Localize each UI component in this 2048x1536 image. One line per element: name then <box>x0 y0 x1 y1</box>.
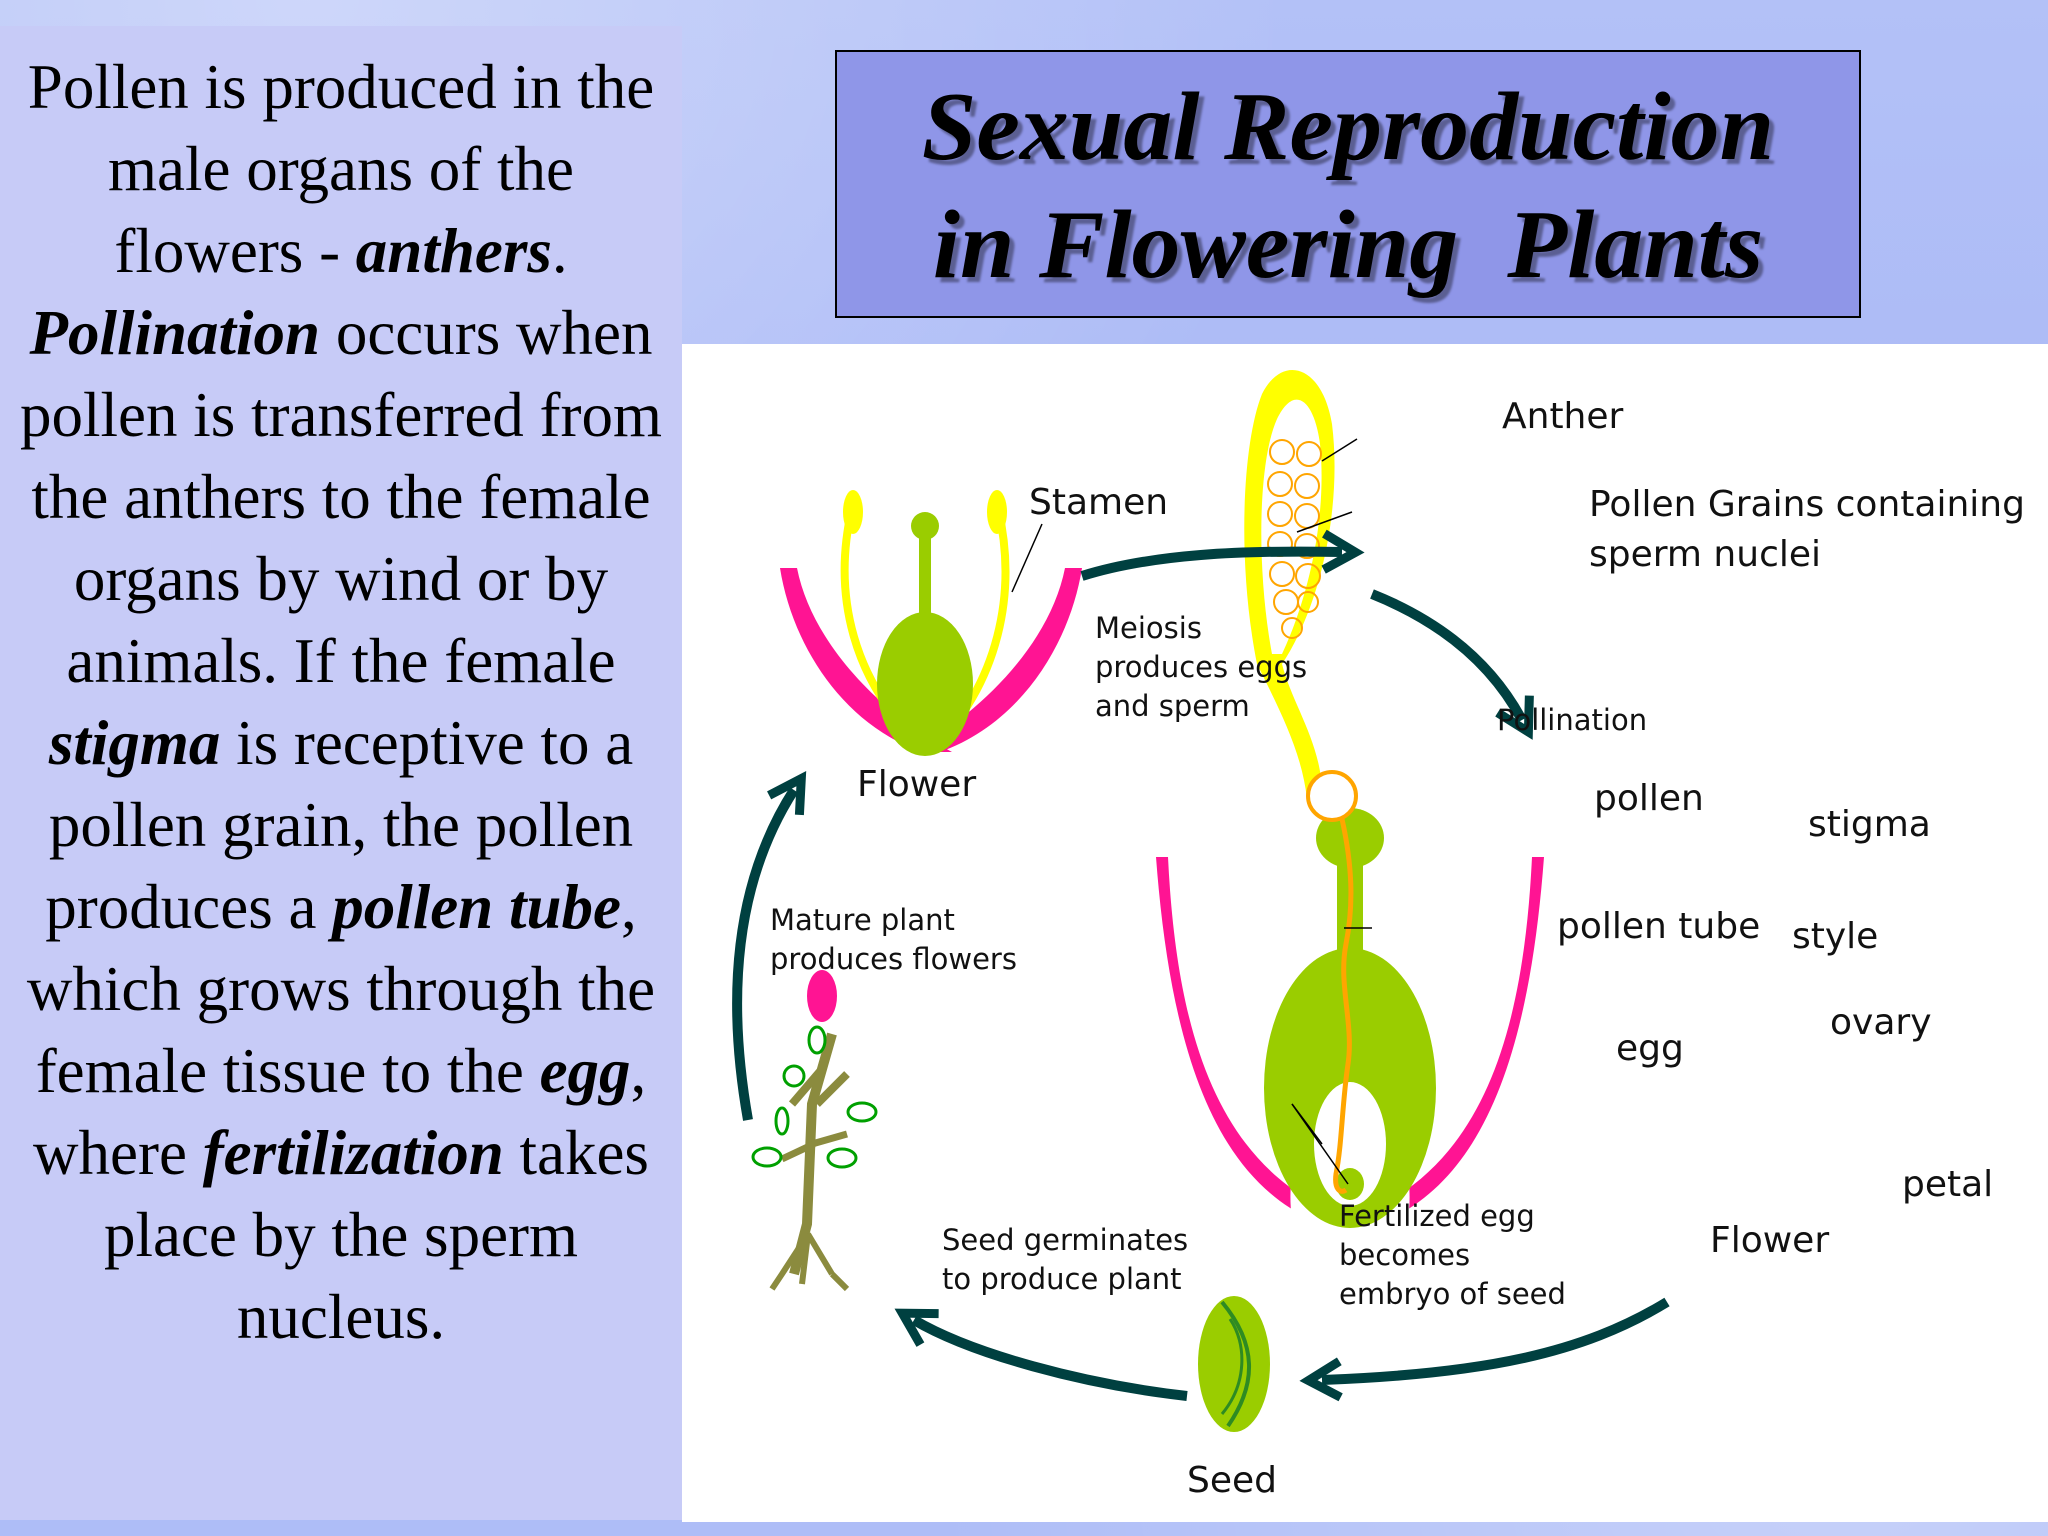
seed-embryo <box>1220 1300 1252 1428</box>
label-mature-2: produces flowers <box>770 942 1017 976</box>
description-paragraph: Pollen is produced in the male organs of… <box>8 46 674 1358</box>
emphasized-term: fertilization <box>202 1118 504 1188</box>
label-anther: Anther <box>1502 396 1624 437</box>
left-flower <box>780 490 1082 756</box>
label-petal: petal <box>1902 1164 1993 1205</box>
text-segment: . <box>551 216 568 286</box>
label-fertilized-2: becomes <box>1339 1238 1470 1272</box>
plant-leaves <box>751 1025 878 1169</box>
left-anther-2 <box>987 490 1007 534</box>
plant-bud <box>807 970 837 1022</box>
left-stigma <box>911 512 939 540</box>
plant-roots <box>769 1232 850 1292</box>
text-segment: , which grows through the female tissue … <box>26 872 656 1106</box>
arrow-flower-to-seed <box>1299 1297 1670 1402</box>
label-meiosis-3: and sperm <box>1095 689 1250 723</box>
text-segment: Pollen is produced in the male organs of… <box>27 52 655 286</box>
label-mature-1: Mature plant <box>770 903 955 937</box>
label-pollen-tube: pollen tube <box>1557 906 1760 947</box>
label-meiosis-1: Meiosis <box>1095 611 1202 645</box>
arrow-flower-to-anther <box>1080 529 1365 581</box>
label-pollen: pollen <box>1594 778 1704 819</box>
arrow-anther-to-pistil <box>1370 589 1534 740</box>
left-ovary <box>877 612 973 756</box>
diagram-labels: Stamen Flower Anther Pollen Grains conta… <box>770 396 2025 1501</box>
label-germinates-1: Seed germinates <box>942 1223 1188 1257</box>
label-pollen-grains-2: sperm nuclei <box>1589 534 1821 575</box>
text-segment: occurs when pollen is transferred from t… <box>19 298 663 696</box>
lifecycle-diagram: Stamen Flower Anther Pollen Grains conta… <box>682 344 2048 1522</box>
label-ovary: ovary <box>1830 1002 1932 1043</box>
left-anther-1 <box>843 490 863 534</box>
slide-title-line-2: in Flowering Plants <box>932 191 1764 299</box>
left-petal-right <box>910 568 1082 752</box>
pollen-grains-pointer <box>1296 511 1353 533</box>
label-flower-left: Flower <box>857 764 976 805</box>
label-stamen: Stamen <box>1029 482 1168 523</box>
arrow-plant-to-flower <box>732 771 807 1121</box>
stamen-pointer <box>1011 523 1043 593</box>
right-flower-clean <box>1156 770 1562 1244</box>
emphasized-term: Pollination <box>29 298 321 368</box>
label-fertilized-1: Fertilized egg <box>1339 1199 1535 1233</box>
arrow-seed-to-plant <box>894 1308 1188 1401</box>
diagram-svg: Stamen Flower Anther Pollen Grains conta… <box>732 370 2025 1501</box>
emphasized-term: pollen tube <box>332 872 621 942</box>
right-stigma <box>1316 808 1384 868</box>
seed-illustration <box>1198 1296 1270 1432</box>
label-pollination: Pollination <box>1497 703 1647 737</box>
label-pollen-grains-1: Pollen Grains containing <box>1589 484 2025 525</box>
label-flower-right: Flower <box>1710 1220 1829 1261</box>
label-style: style <box>1792 916 1878 957</box>
emphasized-term: stigma <box>48 708 221 778</box>
slide-title-line-1: Sexual Reproduction <box>921 73 1775 181</box>
pollen-tube <box>1333 818 1354 1194</box>
cycle-arrows <box>732 529 1670 1402</box>
label-seed: Seed <box>1187 1460 1277 1501</box>
label-fertilized-3: embryo of seed <box>1339 1277 1566 1311</box>
ovary-cavity <box>1314 1082 1386 1206</box>
label-meiosis-2: produces eggs <box>1095 650 1307 684</box>
anther-pointer <box>1321 438 1358 462</box>
label-egg: egg <box>1616 1028 1684 1069</box>
anther-illustration <box>1244 370 1358 799</box>
pollen-grain <box>1306 770 1358 822</box>
emphasized-term: anthers <box>355 216 552 286</box>
text-panel: Pollen is produced in the male organs of… <box>0 26 682 1520</box>
text-segment: takes place by the sperm nucleus. <box>103 1118 649 1352</box>
text-segment: , where <box>33 1036 647 1188</box>
emphasized-term: egg <box>539 1036 631 1106</box>
seed-body <box>1198 1296 1270 1432</box>
label-stigma: stigma <box>1808 804 1931 845</box>
label-germinates-2: to produce plant <box>942 1262 1182 1296</box>
left-petal-left <box>780 568 952 752</box>
young-plant <box>751 970 878 1292</box>
title-box: Sexual Reproduction in Flowering Plants <box>835 50 1861 318</box>
text-segment: is receptive to a pollen grain, the poll… <box>45 708 634 942</box>
pollen-grains <box>1267 439 1322 639</box>
